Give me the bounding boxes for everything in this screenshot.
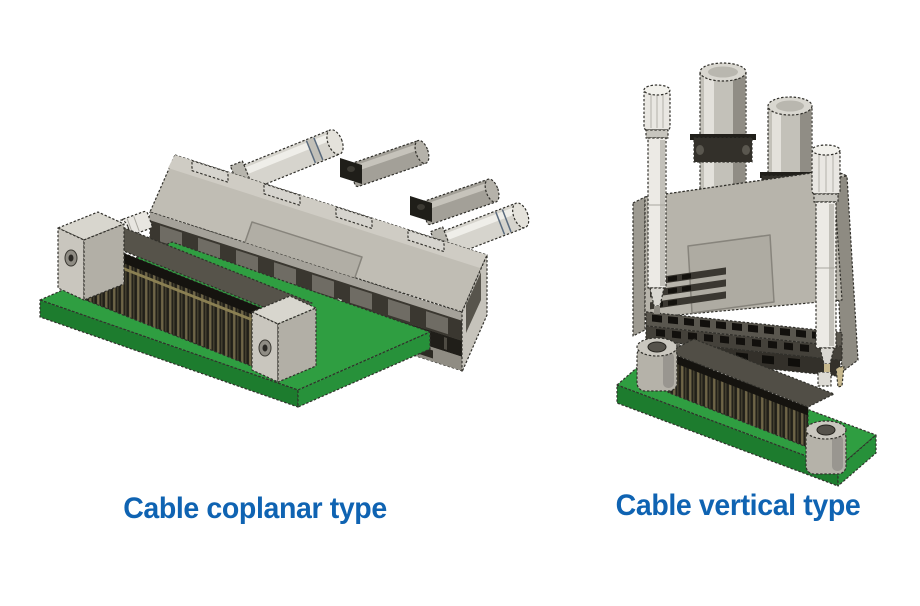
- guide-post-right: [811, 144, 841, 372]
- cable-vertical-illustration: [616, 62, 877, 487]
- coplanar-board-receptacle: [57, 211, 317, 383]
- caption-cable-vertical-type: Cable vertical type: [615, 489, 861, 522]
- receptacle-end-cap: [251, 295, 317, 383]
- screw-boss: [636, 337, 678, 392]
- receptacle-end-cap: [57, 211, 125, 301]
- vent-slots: [650, 267, 726, 310]
- screw-boss: [805, 420, 847, 475]
- cable-coplanar-illustration: [39, 129, 530, 408]
- strain-relief-lugs: [191, 160, 445, 253]
- mounting-foot: [817, 371, 832, 387]
- post-tip: [835, 365, 845, 388]
- guide-post-left: [643, 84, 671, 314]
- vertical-board-receptacle: [636, 337, 847, 475]
- caption-cable-coplanar-type: Cable coplanar type: [123, 492, 387, 525]
- vertical-cable-a: [690, 62, 756, 203]
